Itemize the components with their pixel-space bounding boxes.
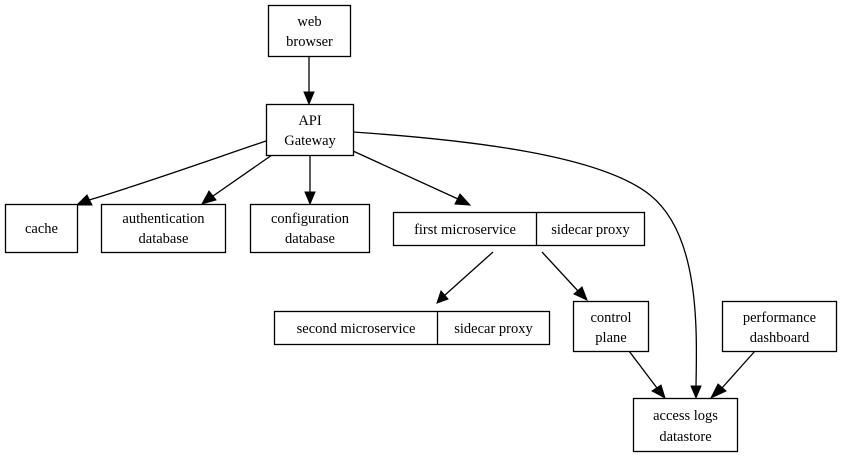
record-field-microservice: first microservice — [414, 222, 516, 238]
arrowhead — [436, 290, 449, 304]
node-web-browser[interactable]: web browser — [267, 4, 352, 58]
node-performance-dashboard[interactable]: performance dashboard — [721, 300, 838, 353]
node-cache[interactable]: cache — [4, 203, 79, 254]
edge-api-gateway-to-config-db — [304, 155, 316, 206]
node-label: dashboard — [750, 330, 810, 346]
node-label: cache — [25, 221, 58, 237]
arrowhead — [303, 91, 315, 106]
node-first-microservice[interactable]: first microservice sidecar proxy — [392, 211, 646, 247]
edge-api-gateway-to-cache — [75, 140, 267, 206]
node-access-logs-datastore[interactable]: access logs datastore — [632, 397, 739, 453]
edges — [75, 56, 756, 400]
edge-api-gateway-to-access-logs — [352, 131, 702, 400]
arrowhead — [573, 286, 588, 301]
node-authentication-database[interactable]: authentication database — [100, 203, 227, 254]
node-label: API — [298, 113, 322, 129]
node-label: authentication — [122, 211, 205, 227]
node-label: control — [590, 310, 631, 326]
node-label: database — [139, 231, 189, 247]
node-label: database — [285, 231, 335, 247]
node-label: web — [297, 14, 321, 30]
edge-performance-dashboard-to-access-logs — [709, 350, 756, 400]
node-label: plane — [595, 330, 626, 346]
record-field-sidecar-proxy: sidecar proxy — [454, 321, 533, 337]
node-label: Gateway — [284, 133, 336, 149]
arrowhead — [304, 191, 316, 206]
edge-api-gateway-to-auth-db — [200, 154, 273, 205]
arrowhead — [651, 384, 666, 400]
edge-control-plane-to-access-logs — [628, 350, 666, 400]
edge-first-microservice-to-second-microservice — [436, 251, 494, 304]
arrowhead — [454, 193, 472, 206]
node-label: performance — [743, 310, 816, 326]
arrowhead — [709, 383, 727, 400]
edge-first-microservice-to-control-plane — [541, 251, 588, 301]
node-control-plane[interactable]: control plane — [572, 300, 650, 353]
node-second-microservice[interactable]: second microservice sidecar proxy — [273, 310, 551, 346]
edge-api-gateway-to-first-microservice — [352, 150, 472, 206]
node-label: access logs — [653, 408, 718, 424]
node-label: configuration — [271, 211, 350, 227]
record-field-microservice: second microservice — [297, 321, 416, 337]
node-label: browser — [286, 34, 333, 50]
edge-web-browser-to-api-gateway — [303, 56, 315, 106]
record-field-sidecar-proxy: sidecar proxy — [551, 222, 630, 238]
node-configuration-database[interactable]: configuration database — [249, 203, 371, 254]
node-api-gateway[interactable]: API Gateway — [265, 103, 355, 157]
node-label: datastore — [659, 429, 711, 445]
arrowhead — [690, 385, 702, 400]
arrowhead — [200, 190, 217, 205]
arrowhead — [75, 194, 93, 206]
